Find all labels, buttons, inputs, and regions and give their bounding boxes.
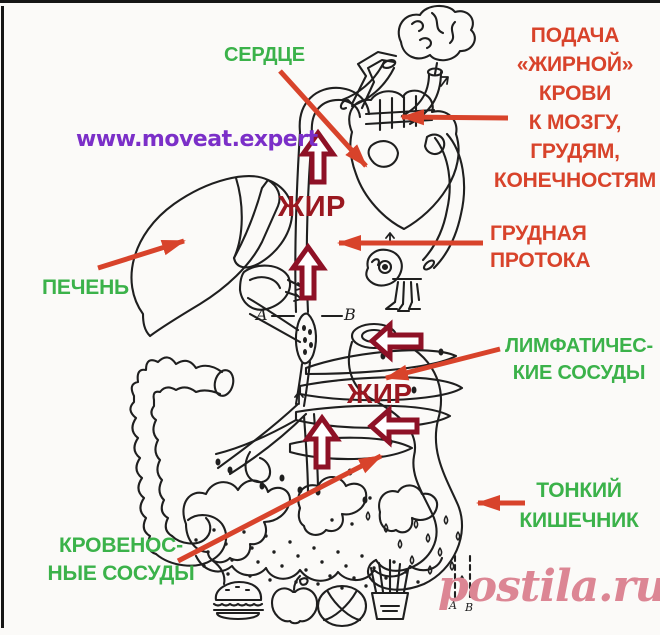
- liver-drawing: [130, 175, 302, 338]
- lymph-vessel-network: [214, 296, 464, 504]
- arrow-to-fatty-blood: [400, 109, 509, 126]
- fat-label-upper: ЖИР: [278, 191, 346, 223]
- arrow-to-blood-vessels: [176, 453, 383, 564]
- top-border-line: [0, 0, 660, 3]
- inner-ear-drawing: [365, 248, 403, 287]
- fatty-blood-supply-label: ПОДАЧА «ЖИРНОЙ» КРОВИ К МОЗГУ, ГРУДЯМ, К…: [493, 24, 657, 192]
- small-intestine-label: ТОНКИЙ КИШЕЧНИК: [519, 479, 639, 532]
- liver-label: ПЕЧЕНЬ: [42, 276, 129, 299]
- left-border-line: [1, 6, 4, 628]
- arrow-to-liver: [97, 238, 186, 271]
- intestinal-villi-drawing: [182, 475, 444, 582]
- postila-watermark: postila.ru: [438, 561, 660, 612]
- pointer-arrows: [97, 69, 525, 564]
- fat-label-lower: ЖИР: [347, 378, 413, 409]
- arm-drawing: [339, 50, 398, 110]
- fries-drawing: [369, 558, 410, 621]
- fat-flow-left-arrow: [368, 319, 424, 363]
- moveat-watermark: www.moveat.expert: [76, 127, 318, 152]
- burger-drawing: [212, 580, 265, 621]
- heart-drawing: [348, 89, 460, 231]
- fat-droplets: [365, 511, 465, 585]
- chyme-dots: [194, 496, 420, 590]
- bottom-marker-b: B: [465, 601, 474, 614]
- fat-flow-up-arrow: [288, 242, 328, 301]
- heart-label: СЕРДЦЕ: [224, 44, 305, 66]
- pretzel-drawing: [316, 584, 368, 628]
- descending-vessel: [421, 132, 466, 271]
- aortic-arch: [298, 86, 371, 136]
- thoracic-duct-label: ГРУДНАЯ ПРОТОКА: [490, 222, 591, 272]
- arrow-to-heart: [278, 69, 368, 168]
- lymphatic-vessels-label: ЛИМФАТИЧЕС- КИЕ СОСУДЫ: [505, 335, 653, 384]
- bottom-marker-a: A: [449, 599, 457, 612]
- duct-marker-b: B: [344, 305, 356, 324]
- fat-flow-arrows: [288, 128, 424, 470]
- fat-flow-left-arrow: [367, 404, 420, 448]
- duct-marker-a: A: [256, 305, 268, 324]
- blood-vessels-label: КРОВЕНОС- НЫЕ СОСУДЫ: [47, 534, 195, 585]
- legs-drawing: [384, 277, 423, 313]
- apple-drawing: [270, 574, 319, 625]
- arrow-to-lymphatic-vessels: [384, 346, 501, 381]
- brain-drawing: [397, 4, 476, 76]
- fat-flow-up-arrow: [302, 413, 342, 470]
- fat-flow-up-arrow: [298, 128, 338, 185]
